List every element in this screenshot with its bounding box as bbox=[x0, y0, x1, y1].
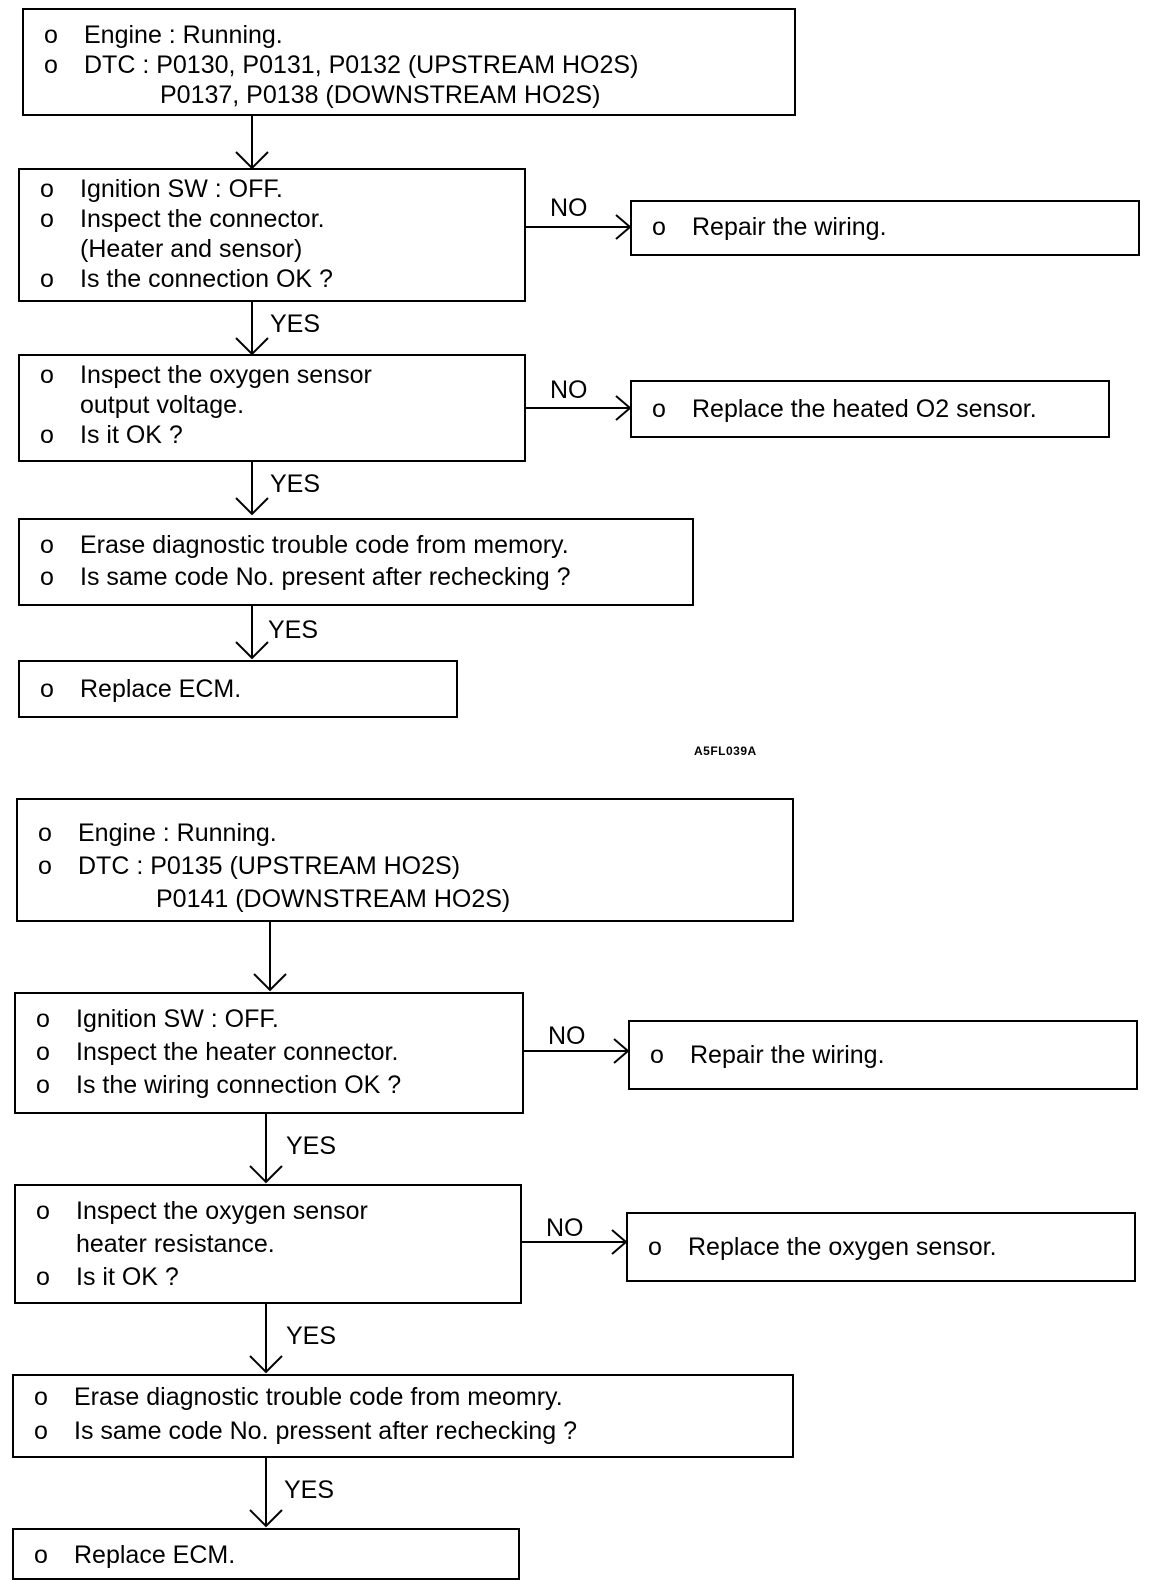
chart2-step3-yes-label: YES bbox=[284, 1476, 335, 1504]
chart1-step3-yes-label: YES bbox=[268, 616, 319, 644]
chart1-step1-line-3: (Heater and sensor) bbox=[80, 235, 303, 263]
chart1-step1-no-label: NO bbox=[550, 194, 588, 222]
chart2-start-line-3: P0141 (DOWNSTREAM HO2S) bbox=[156, 885, 511, 913]
chart2-step1-yes-label: YES bbox=[286, 1132, 337, 1160]
chart2-step2-no-label: NO bbox=[546, 1214, 584, 1242]
chart1-step1-yes-label: YES bbox=[270, 310, 321, 338]
chart2-step1-no-label: NO bbox=[548, 1022, 586, 1050]
figure-code: A5FL039A bbox=[694, 744, 757, 758]
chart1-step2-no-label: NO bbox=[550, 376, 588, 404]
chart1-start-line-3: P0137, P0138 (DOWNSTREAM HO2S) bbox=[160, 81, 601, 109]
chart2-step2-yes-label: YES bbox=[286, 1322, 337, 1350]
chart1-step2-yes-label: YES bbox=[270, 470, 321, 498]
chart2-step2-line-2: heater resistance. bbox=[76, 1230, 275, 1258]
chart1-step2-line-2: output voltage. bbox=[80, 391, 245, 419]
